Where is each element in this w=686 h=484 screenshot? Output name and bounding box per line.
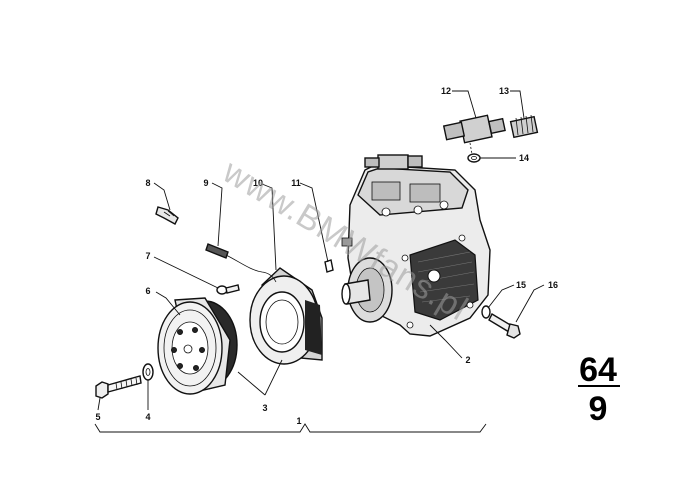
page-group: 64 [579,351,617,389]
callout-12: 12 [441,86,451,96]
callout-16: 16 [548,280,558,290]
hex-bolt-5 [95,375,142,399]
callout-9: 9 [203,178,208,188]
callout-1: 1 [296,416,301,426]
union-nut [509,114,539,139]
page-number: 64 9 [578,351,620,428]
callout-5: 5 [95,412,100,422]
callout-labels: 1 2 3 4 5 6 7 8 9 10 11 12 13 14 15 16 [95,86,558,426]
washer-4 [142,363,154,381]
cable-9 [205,243,277,283]
callout-7: 7 [145,251,150,261]
callout-15: 15 [516,280,526,290]
callout-6: 6 [145,286,150,296]
fitting-assembly [442,114,539,163]
callout-10: 10 [253,178,263,188]
page-sheet: 9 [589,390,608,428]
screw-7 [216,284,240,295]
cable-connector-8 [155,206,179,225]
washer-15 [481,305,491,319]
key-11 [324,259,334,273]
callout-3: 3 [262,403,267,413]
leader-lines [94,90,545,433]
hex-bolt-16 [488,313,521,339]
callout-13: 13 [499,86,509,96]
compressor-body [341,154,491,337]
callout-11: 11 [291,178,301,188]
clutch-pulley [157,297,238,395]
callout-2: 2 [465,355,470,365]
callout-4: 4 [145,412,150,422]
magnetic-coil [249,267,323,365]
callout-14: 14 [519,153,529,163]
callout-8: 8 [145,178,150,188]
